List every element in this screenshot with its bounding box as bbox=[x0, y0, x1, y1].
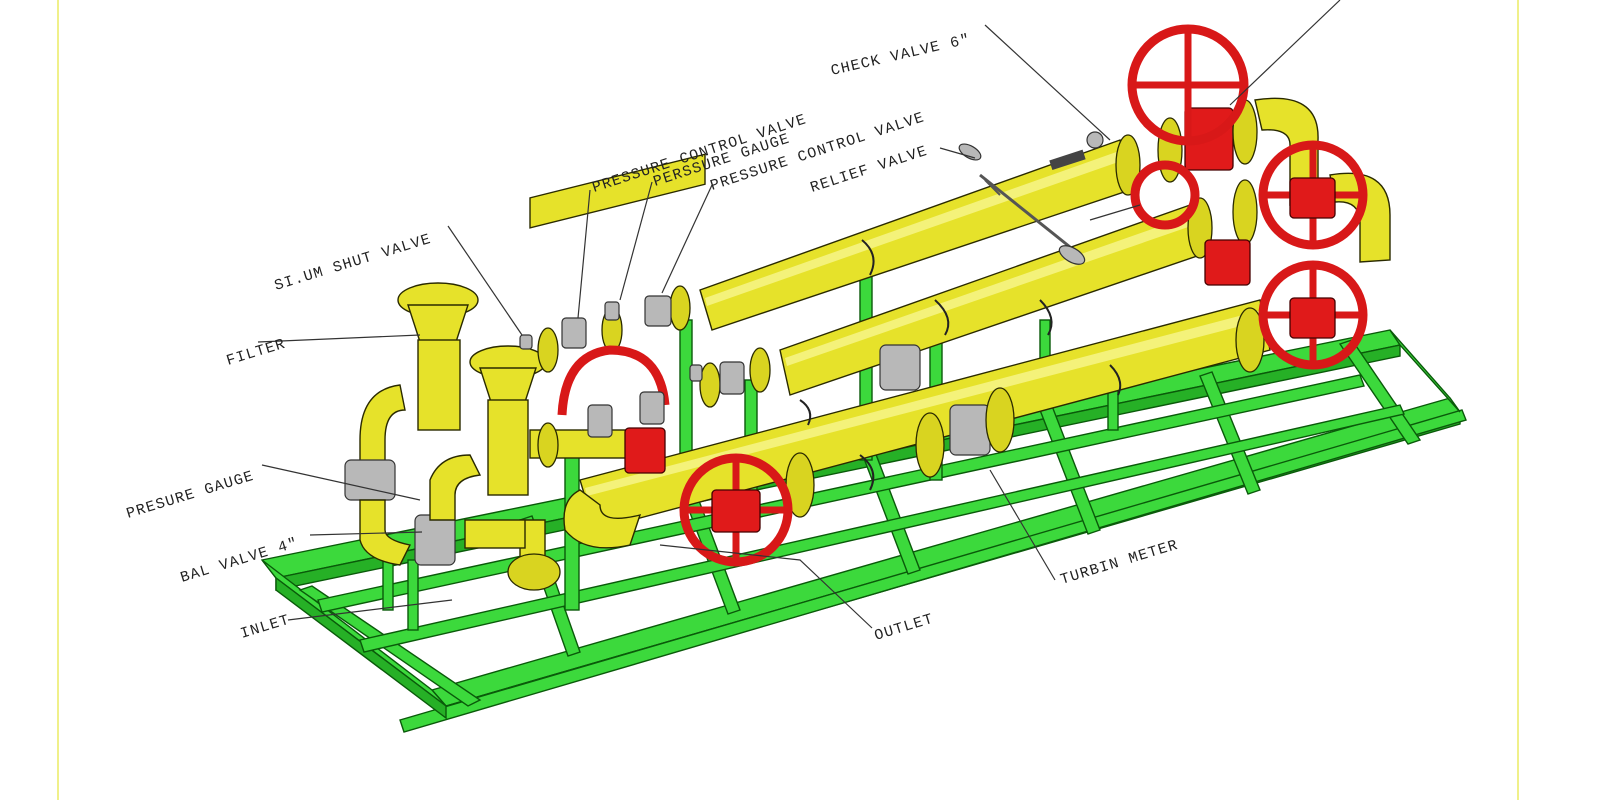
labels: CHECK VALVE 6" PRESSURE CONTROL VALVE PE… bbox=[124, 31, 1180, 645]
label-presure-gauge: PRESURE GAUGE bbox=[124, 468, 256, 523]
pipe-clamps bbox=[799, 239, 1122, 491]
label-inlet: INLET bbox=[238, 612, 292, 643]
handwheel-top bbox=[1127, 24, 1249, 230]
check-valve-gauge bbox=[1049, 131, 1104, 171]
lower-pipe-run bbox=[563, 299, 1271, 549]
label-outlet: OUTLET bbox=[872, 611, 936, 645]
middle-pipe-run bbox=[779, 172, 1391, 396]
label-slum-shut-valve: SI.UM SHUT VALVE bbox=[272, 231, 433, 295]
handwheel-lower-left bbox=[679, 453, 793, 567]
label-check-valve: CHECK VALVE 6" bbox=[829, 31, 972, 80]
label-filter: FILTER bbox=[224, 336, 288, 370]
handwheel-middle bbox=[1258, 140, 1368, 250]
relief-valve bbox=[958, 143, 1086, 265]
leader-lines bbox=[257, 0, 1341, 629]
handwheel-lower-right bbox=[1258, 260, 1368, 370]
label-turbin-meter: TURBIN METER bbox=[1058, 537, 1180, 589]
half-handwheel bbox=[557, 345, 670, 416]
inlet-assembly bbox=[344, 153, 771, 591]
